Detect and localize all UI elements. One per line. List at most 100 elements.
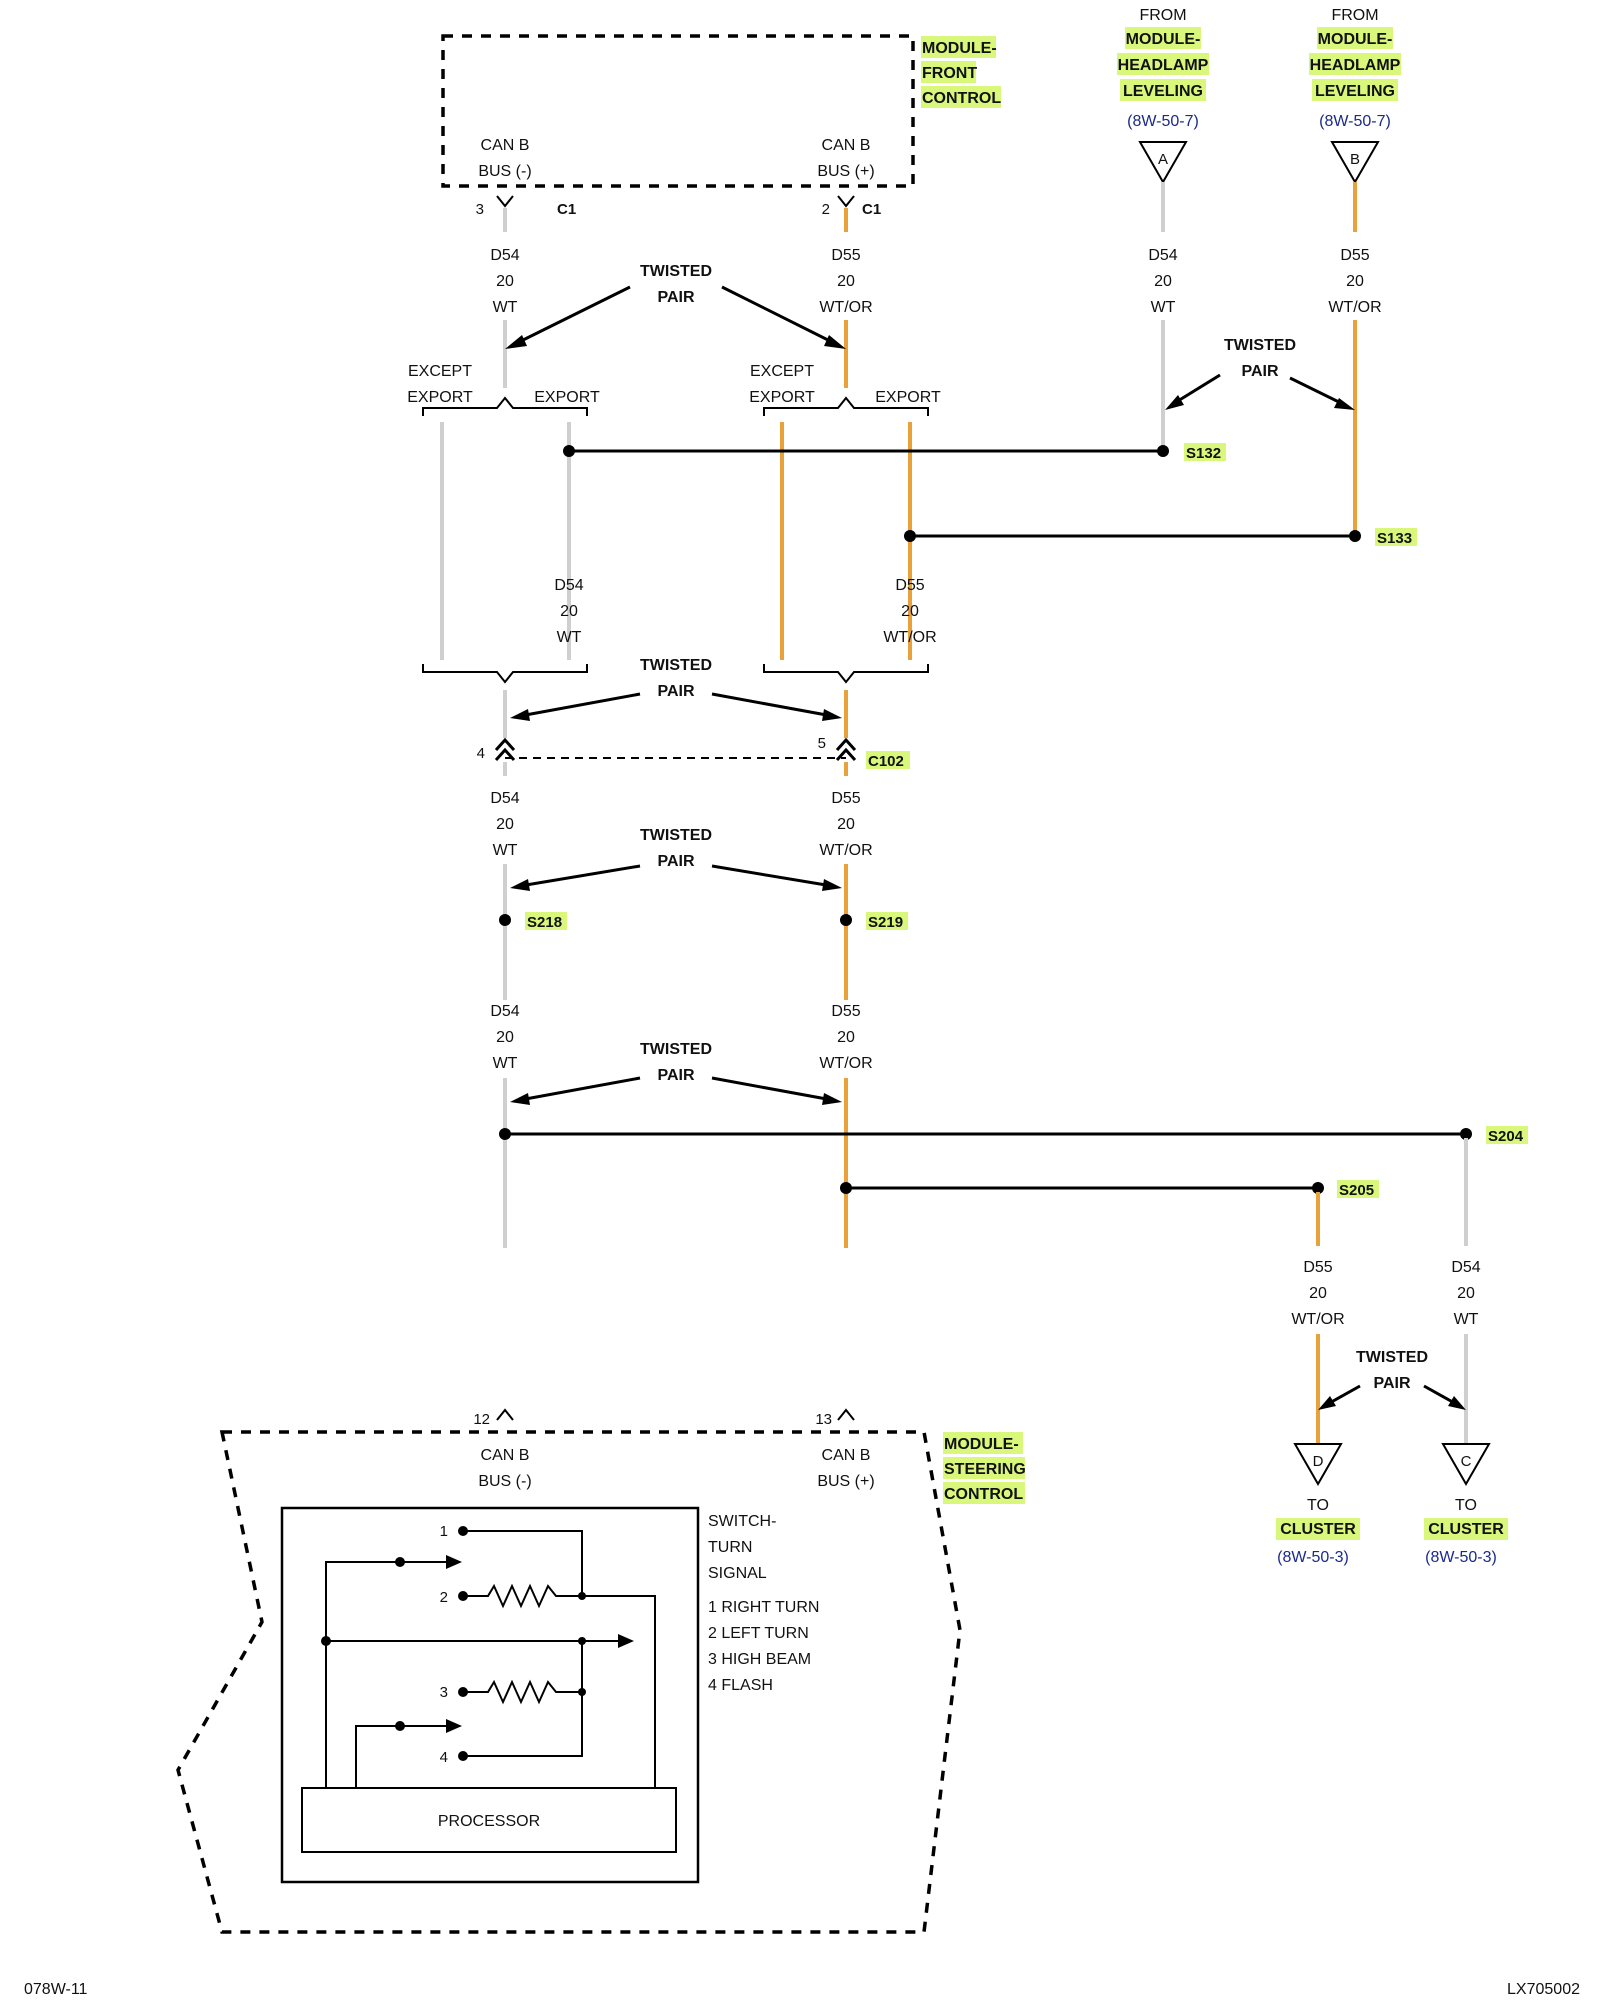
reference-link: (8W-50-3) bbox=[1277, 1549, 1349, 1566]
wire-label: WT/OR bbox=[1328, 299, 1381, 316]
steering-control-outline bbox=[176, 1430, 962, 1934]
reference-link: (8W-50-7) bbox=[1319, 113, 1391, 130]
connector-symbol bbox=[496, 1408, 514, 1421]
wire-label: D55 bbox=[1340, 247, 1369, 264]
wire-label: WT/OR bbox=[1291, 1311, 1344, 1328]
wire-label: D55 bbox=[831, 790, 860, 807]
highlight bbox=[1312, 79, 1398, 101]
wire-label: D54 bbox=[490, 1003, 519, 1020]
steering-control-name: STEERING bbox=[944, 1461, 1026, 1478]
svg-text:TWISTED: TWISTED bbox=[1224, 337, 1296, 354]
svg-text:A: A bbox=[1158, 151, 1168, 168]
svg-text:PAIR: PAIR bbox=[1241, 363, 1278, 380]
from-label: FROM bbox=[1331, 7, 1378, 24]
connector-triangle bbox=[1293, 1443, 1343, 1487]
pin-number: 2 bbox=[440, 1589, 448, 1606]
diagram-code: 078W-11 bbox=[24, 1981, 88, 1998]
option-branch-d55: EXCEPT EXPORT EXPORT bbox=[749, 363, 941, 416]
cluster-c: C TO CLUSTER (8W-50-3) bbox=[1424, 1443, 1508, 1566]
svg-text:D: D bbox=[1313, 1453, 1324, 1470]
pin-number: 3 bbox=[440, 1684, 448, 1701]
connector-label: C1 bbox=[862, 201, 881, 218]
splice-dot bbox=[840, 914, 852, 926]
switch-legend: 2 LEFT TURN bbox=[708, 1625, 809, 1642]
wire-label: 20 bbox=[837, 816, 855, 833]
wire-label: WT bbox=[493, 1055, 518, 1072]
wire-label: 20 bbox=[837, 1029, 855, 1046]
connector-triangle bbox=[1138, 141, 1188, 185]
highlight bbox=[1120, 79, 1206, 101]
svg-text:MODULE-: MODULE- bbox=[1126, 31, 1201, 48]
splice-label: S204 bbox=[1488, 1128, 1524, 1145]
svg-text:HEADLAMP: HEADLAMP bbox=[1118, 57, 1209, 74]
wire-label: D54 bbox=[490, 247, 519, 264]
highlight bbox=[1125, 27, 1201, 49]
svg-text:TWISTED: TWISTED bbox=[1356, 1349, 1428, 1366]
wire-label: WT/OR bbox=[819, 299, 872, 316]
figure-id: LX705002 bbox=[1507, 1981, 1580, 1998]
svg-text:TWISTED: TWISTED bbox=[640, 657, 712, 674]
cluster-name: CLUSTER bbox=[1280, 1521, 1356, 1538]
option-label: EXCEPT bbox=[750, 363, 814, 380]
highlight bbox=[1486, 1126, 1528, 1144]
pin-number: 2 bbox=[822, 201, 830, 218]
front-control-name: FRONT bbox=[922, 65, 977, 82]
wire-label: 20 bbox=[1154, 273, 1172, 290]
highlight bbox=[1309, 53, 1401, 75]
headlamp-leveling-b: FROM MODULE- HEADLAMP LEVELING (8W-50-7)… bbox=[1309, 7, 1401, 185]
splice-dot bbox=[904, 530, 916, 542]
switch-legend: 1 RIGHT TURN bbox=[708, 1599, 819, 1616]
splice-dot bbox=[840, 1182, 852, 1194]
merge-brace bbox=[422, 664, 588, 684]
headlamp-leveling-a: FROM MODULE- HEADLAMP LEVELING (8W-50-7)… bbox=[1117, 7, 1209, 185]
pin-label: BUS (+) bbox=[817, 163, 874, 180]
svg-text:TWISTED: TWISTED bbox=[640, 263, 712, 280]
highlight bbox=[943, 1457, 1025, 1479]
pin-number: 5 bbox=[818, 735, 826, 752]
splice-dot bbox=[563, 445, 575, 457]
wire-label: WT bbox=[493, 299, 518, 316]
highlight bbox=[1317, 27, 1393, 49]
svg-text:PAIR: PAIR bbox=[657, 1067, 694, 1084]
turn-signal-switch: SWITCH- TURN SIGNAL 1 RIGHT TURN 2 LEFT … bbox=[280, 1506, 819, 1884]
option-label: EXPORT bbox=[407, 389, 473, 406]
wire-label: D54 bbox=[554, 577, 583, 594]
wire-label: 20 bbox=[901, 603, 919, 620]
splice-dot bbox=[499, 1128, 511, 1140]
pin-number: 1 bbox=[440, 1523, 448, 1540]
splice-label: S205 bbox=[1339, 1182, 1374, 1199]
splice-label: S218 bbox=[527, 914, 562, 931]
connector-symbol bbox=[496, 195, 514, 208]
front-control-name: MODULE- bbox=[922, 40, 997, 57]
steering-control-name: CONTROL bbox=[944, 1486, 1023, 1503]
switch-legend: 3 HIGH BEAM bbox=[708, 1651, 811, 1668]
wire-label: 20 bbox=[1346, 273, 1364, 290]
pin-label: BUS (+) bbox=[817, 1473, 874, 1490]
connector-symbol bbox=[837, 195, 855, 208]
highlight bbox=[866, 751, 910, 769]
c102-connector: 4 5 C102 bbox=[477, 735, 910, 770]
wire-label: WT/OR bbox=[883, 629, 936, 646]
wire-label: D55 bbox=[831, 1003, 860, 1020]
svg-text:PAIR: PAIR bbox=[1373, 1375, 1410, 1392]
connector-triangle bbox=[1441, 1443, 1491, 1487]
cluster-d: D TO CLUSTER (8W-50-3) bbox=[1276, 1443, 1360, 1566]
highlight bbox=[1276, 1518, 1360, 1540]
wire-label: D55 bbox=[1303, 1259, 1332, 1276]
highlight bbox=[921, 86, 1001, 108]
splice-label: S219 bbox=[868, 914, 903, 931]
highlight bbox=[866, 912, 908, 930]
wire-label: 20 bbox=[560, 603, 578, 620]
highlight bbox=[1375, 528, 1417, 546]
svg-text:HEADLAMP: HEADLAMP bbox=[1310, 57, 1401, 74]
wire-label: WT/OR bbox=[819, 842, 872, 859]
svg-text:B: B bbox=[1350, 151, 1360, 168]
wire-label: D55 bbox=[895, 577, 924, 594]
pin-number: 12 bbox=[473, 1411, 490, 1428]
svg-text:LEVELING: LEVELING bbox=[1315, 83, 1395, 100]
front-control-outline bbox=[441, 34, 915, 188]
option-label: EXCEPT bbox=[408, 363, 472, 380]
svg-text:PAIR: PAIR bbox=[657, 853, 694, 870]
wire-label: WT bbox=[1151, 299, 1176, 316]
